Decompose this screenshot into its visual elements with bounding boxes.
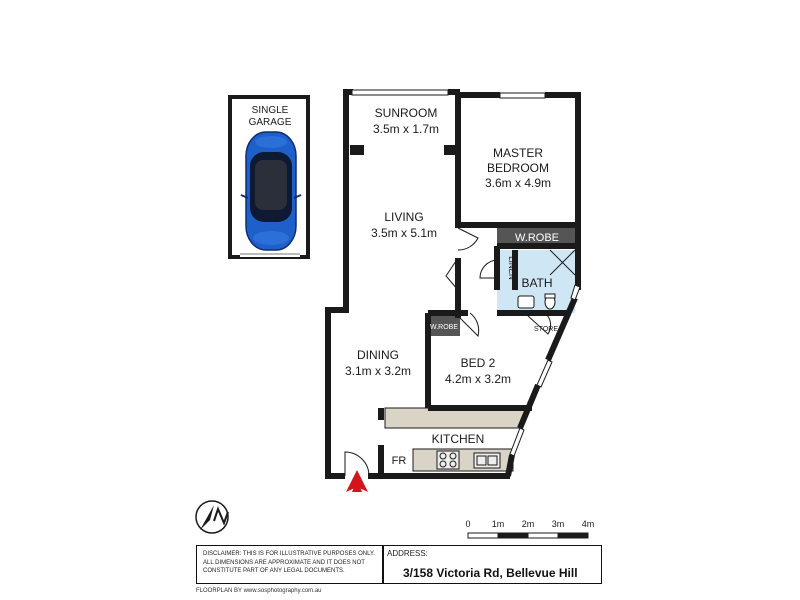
bath-fixtures <box>517 293 556 310</box>
bath-label: BATH <box>521 276 552 290</box>
windows <box>351 89 581 457</box>
car-icon <box>240 131 302 251</box>
kitchen-label: KITCHEN <box>432 432 485 446</box>
garage: SINGLE GARAGE <box>228 95 310 259</box>
address-text: 3/158 Victoria Rd, Bellevue Hill <box>403 566 578 580</box>
master-dims: 3.6m x 4.9m <box>485 176 551 190</box>
scale-tick-3: 3m <box>552 519 565 529</box>
info-box-divider <box>382 546 384 583</box>
garage-label-line2: GARAGE <box>249 117 292 128</box>
address-label: ADDRESS: <box>387 549 428 558</box>
linen-label: LINEN <box>507 256 516 280</box>
bed2-dims: 4.2m x 3.2m <box>445 372 511 386</box>
dining-label: DINING <box>357 348 399 362</box>
walls <box>325 89 581 479</box>
living-label: LIVING <box>384 210 423 224</box>
store-label: STORE <box>534 326 558 333</box>
wall-stub-left <box>350 145 364 155</box>
info-box: DISCLAIMER: THIS IS FOR ILLUSTRATIVE PUR… <box>196 545 602 584</box>
compass-icon <box>195 500 229 534</box>
scale-tick-4: 4m <box>582 519 595 529</box>
sink-icon <box>473 452 501 469</box>
sunroom-dims: 3.5m x 1.7m <box>373 122 439 136</box>
bathroom-floor <box>497 250 575 313</box>
floorplan-credit: FLOORPLAN BY www.sosphotography.com.au <box>196 588 322 594</box>
entry-arrow-icon-shape <box>346 470 368 492</box>
master-wrobe-label: W.ROBE <box>515 232 559 244</box>
living-dims: 3.5m x 5.1m <box>371 226 437 240</box>
bed2-wrobe-label: W.ROBE <box>430 324 458 331</box>
scale-bar: 0 1m 2m 3m 4m <box>465 519 595 539</box>
fridge-label: FR <box>392 455 407 467</box>
wall-stub-right <box>444 145 458 155</box>
doors <box>344 227 576 477</box>
master-label-line2: BEDROOM <box>487 161 549 175</box>
master-label-line1: MASTER <box>493 146 543 160</box>
sunroom-label: SUNROOM <box>375 106 438 120</box>
bed2-wardrobe <box>428 316 460 336</box>
garage-label-line1: SINGLE <box>252 105 289 116</box>
scale-tick-0: 0 <box>465 519 470 529</box>
kitchen-appliances <box>436 450 501 470</box>
disclaimer-text: DISCLAIMER: THIS IS FOR ILLUSTRATIVE PUR… <box>203 551 375 574</box>
scale-tick-1: 1m <box>492 519 505 529</box>
scale-tick-2: 2m <box>522 519 535 529</box>
cooktop-icon <box>436 450 460 470</box>
bed2-label: BED 2 <box>461 356 496 370</box>
dining-dims: 3.1m x 3.2m <box>345 364 411 378</box>
